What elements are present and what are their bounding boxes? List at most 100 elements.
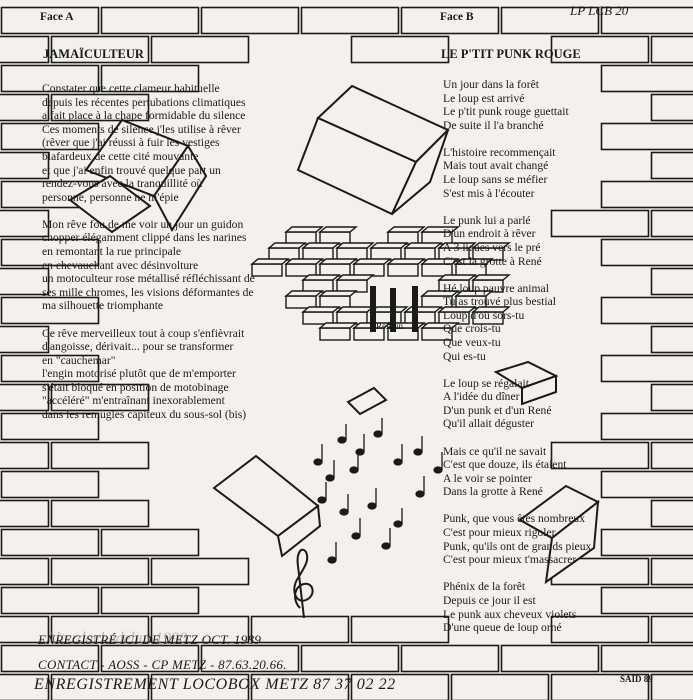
cluster-brick-top [284,258,324,265]
wall-brick [50,383,150,412]
wall-brick [0,122,100,151]
cluster-brick [404,311,436,325]
lyric-line: L'histoire recommençait [443,145,556,159]
lyric-line: depuis les récentes pertubations climati… [42,95,246,109]
wall-brick [600,412,693,441]
side-a-lyrics: Constater que cette clameur habituelle d… [42,82,255,435]
cluster-brick-top [369,306,409,313]
stanza: Le punk lui a parlé D'un endroit à rêver… [443,214,591,268]
cluster-brick-top [454,290,494,297]
lyric-line: blafardeux de cette cité mouvante [42,149,199,163]
cluster-brick [336,311,368,325]
wall-brick [600,238,693,267]
lyric-line: "accéléré" m'entraînant inexorablement [42,394,225,408]
wall-brick [50,499,150,528]
cluster-brick-top [403,306,443,313]
wall-brick [0,93,50,122]
treble-clef [293,548,314,619]
lyric-line: C'est la grotte à René [443,254,542,268]
stanza: Ce rêve merveilleux tout à coup s'enfièv… [42,327,255,422]
lyric-line: Qui es-tu [443,349,486,363]
lyric-line: ma silhouette triomphante [42,299,164,313]
wall-brick [550,615,650,644]
lyric-line: Le punk aux cheveux violets [443,607,577,621]
lyric-line: Punk, que vous êtes nombreux [443,512,586,526]
wall-brick [650,93,693,122]
cluster-brick-top [301,274,341,281]
cluster-brick-top [335,242,375,249]
wall-brick [0,238,100,267]
wall-brick [600,354,693,383]
brick-outlines [0,6,693,700]
catalog-number: LP LCB 20 [570,3,629,18]
lyric-line: personne, personne ne m'épie [42,190,179,204]
wall-brick [550,209,650,238]
cluster-brick [285,231,317,245]
cluster-brick-top [437,274,477,281]
lyric-line: s'était bloqué en position de motobinage [42,380,229,394]
lyric-line: dans les remugles capiteux du sous-sol (… [42,408,247,422]
cluster-brick-top [437,306,477,313]
wall-brick [0,151,50,180]
lyric-line: C'est pour mieux rigoler [443,526,556,540]
wall-brick [0,35,50,64]
wall-brick [350,615,450,644]
wall-brick [550,673,650,700]
wall-brick [300,644,400,673]
lyric-line: Ces moments de silence j'les utilise à r… [42,122,241,136]
wall-brick [0,354,100,383]
wall-brick [300,6,400,35]
side-a-title: JAMAÏCULTEUR [43,47,144,61]
wall-brick [400,644,500,673]
wall-brick [0,673,50,700]
stanza: Un jour dans la forêt Le loup est arrivé… [443,78,591,132]
cluster-brick [302,247,334,261]
wall-brick [0,528,100,557]
lyric-line: Qu'il allait déguster [443,417,534,431]
lyric-line: chopper élégamment clippé dans les narin… [42,231,247,245]
cluster-brick-top [471,242,511,249]
lyric-line: A l'idée du dîner [443,390,520,404]
cluster-brick-top [318,226,358,233]
wall-brick [150,615,250,644]
wall-brick [0,441,50,470]
refrain-pillars [370,286,418,332]
lyric-line: D'un punk et d'un René [443,403,552,417]
cluster-brick [251,263,283,277]
cluster-brick-top [454,258,494,265]
lyric-line: d'angoisse, dérivait... pour se transfor… [42,340,234,354]
cluster-brick [302,279,334,293]
lyric-line: (rêver que j'ai réussi à fuir les vestig… [42,136,220,150]
lyric-line: en chevauchant avec désinvolture [42,258,199,272]
cluster-brick-top [403,242,443,249]
wall-brick [650,151,693,180]
cluster-brick [302,311,334,325]
wall-brick [0,325,50,354]
lyric-line: Mon rêve fou de me voir un jour un guido… [42,217,244,231]
wall-brick [250,615,350,644]
lyric-line: D'un endroit à rêver [443,227,536,241]
wall-brick [550,35,650,64]
wall-brick [100,644,200,673]
cluster-brick-top [420,322,460,329]
lyric-line: Tu as trouvé plus bestial [443,295,556,309]
lyric-line: Que veux-tu [443,336,501,349]
cluster-brick [285,263,317,277]
lyric-line: Que crois-tu [443,322,501,336]
cluster-brick [387,231,419,245]
wall-brick [0,412,100,441]
lyric-line: C'est pour mieux t'massacrer [443,553,577,567]
stanza: L'histoire recommençait Mais tout avait … [443,146,591,200]
lyric-line: C'est que douze, ils étaient [443,458,567,472]
wall-brick [0,296,100,325]
lyric-line: rendez-vous avec la tranquillité où [42,177,203,191]
cluster-brick-top [437,242,477,249]
wall-brick [250,673,350,700]
cluster-brick-top [471,274,511,281]
cluster-brick [268,247,300,261]
face-a-label: Face A [40,11,74,23]
flying-brick-blocks [68,84,600,585]
wall-brick [600,64,693,93]
lyric-line: Le loup est arrivé [443,91,525,105]
cluster-brick [336,247,368,261]
